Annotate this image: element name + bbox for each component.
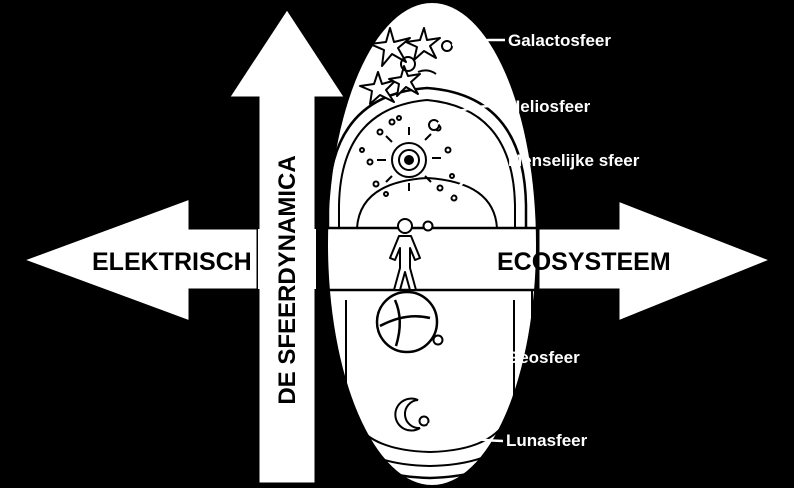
heliosfeer-label: Heliosfeer xyxy=(508,98,590,115)
geo-pointer-dot xyxy=(434,336,443,345)
menselijke-sfeer-label: Menselijke sfeer xyxy=(508,152,639,169)
left-arrow-label: ELEKTRISCH xyxy=(92,250,252,275)
lunasfeer-label: Lunasfeer xyxy=(506,432,587,449)
galactosfeer-label: Galactosfeer xyxy=(508,32,611,49)
luna-pointer-dot xyxy=(420,417,429,426)
geosfeer-label: Geosfeer xyxy=(506,349,580,366)
helio-pointer-dot xyxy=(429,120,439,130)
galacto-pointer-dot xyxy=(442,41,452,51)
right-arrow-label: ECOSYSTEEM xyxy=(497,250,671,275)
globe-icon xyxy=(377,292,437,352)
outer-oval xyxy=(328,3,536,485)
mens-pointer-dot xyxy=(424,222,433,231)
vertical-arrow-label: DE SFEERDYNAMICA xyxy=(276,155,300,404)
